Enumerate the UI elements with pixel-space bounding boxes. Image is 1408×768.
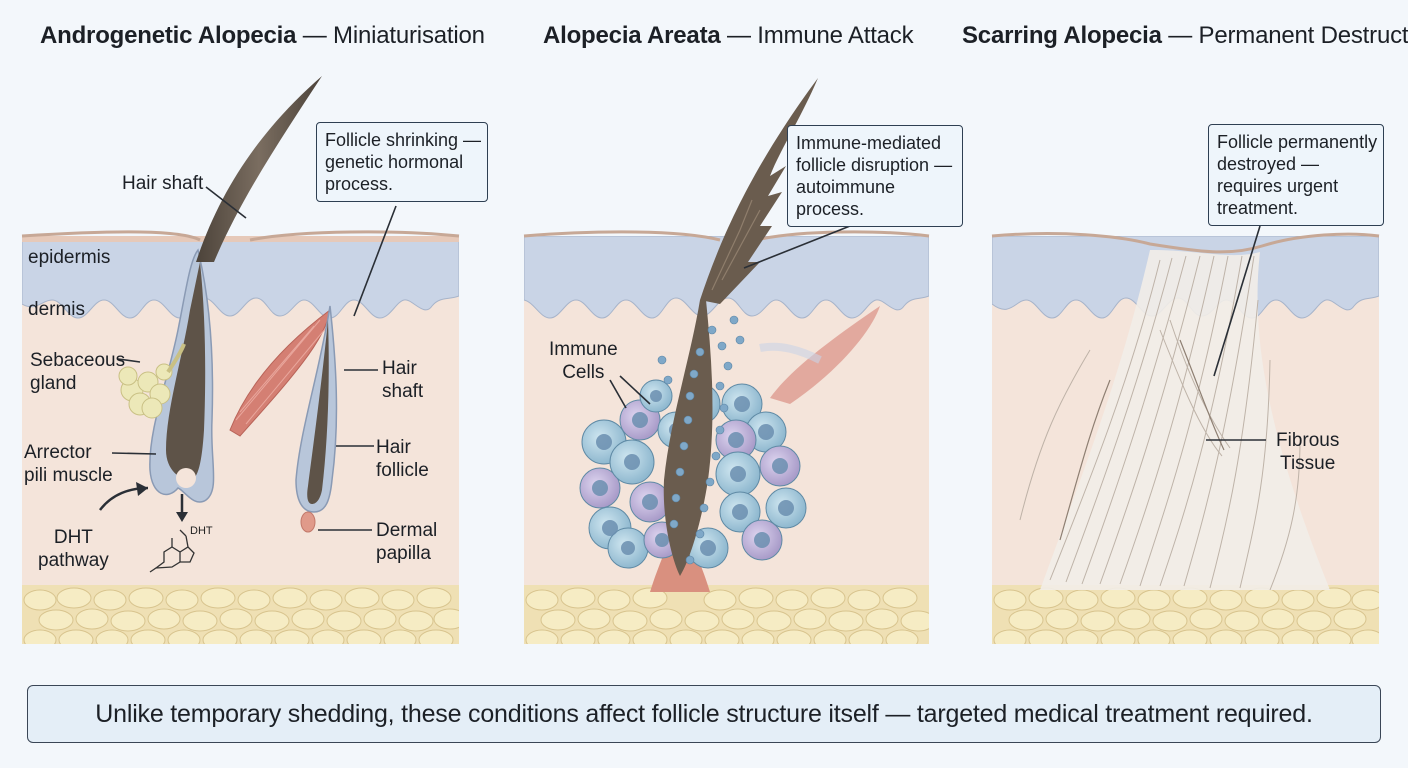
label-dht-molecule: DHT <box>190 525 213 537</box>
label-hair-shaft: Hair shaft <box>122 173 204 194</box>
panel-title-androgenetic: Androgenetic Alopecia — Miniaturisation <box>40 22 485 49</box>
arrector-muscle-faded <box>770 306 880 404</box>
dht-molecule-icon <box>149 529 195 573</box>
panel-areata-illustration <box>523 78 930 644</box>
label-dermis: dermis <box>28 299 86 320</box>
dermal-papilla <box>300 511 316 533</box>
hair-shaft-large <box>196 76 322 262</box>
panel-androgenetic-illustration <box>21 76 460 644</box>
panel-title-scarring: Scarring Alopecia — Permanent Destructio… <box>962 22 1408 49</box>
panel-scarring-illustration <box>991 225 1380 644</box>
sebaceous-gland <box>118 363 173 419</box>
label-epidermis: epidermis <box>28 247 111 268</box>
footer-banner: Unlike temporary shedding, these conditi… <box>27 685 1381 743</box>
epidermis-layer <box>22 236 459 319</box>
panel-title-areata: Alopecia Areata — Immune Attack <box>543 22 914 49</box>
